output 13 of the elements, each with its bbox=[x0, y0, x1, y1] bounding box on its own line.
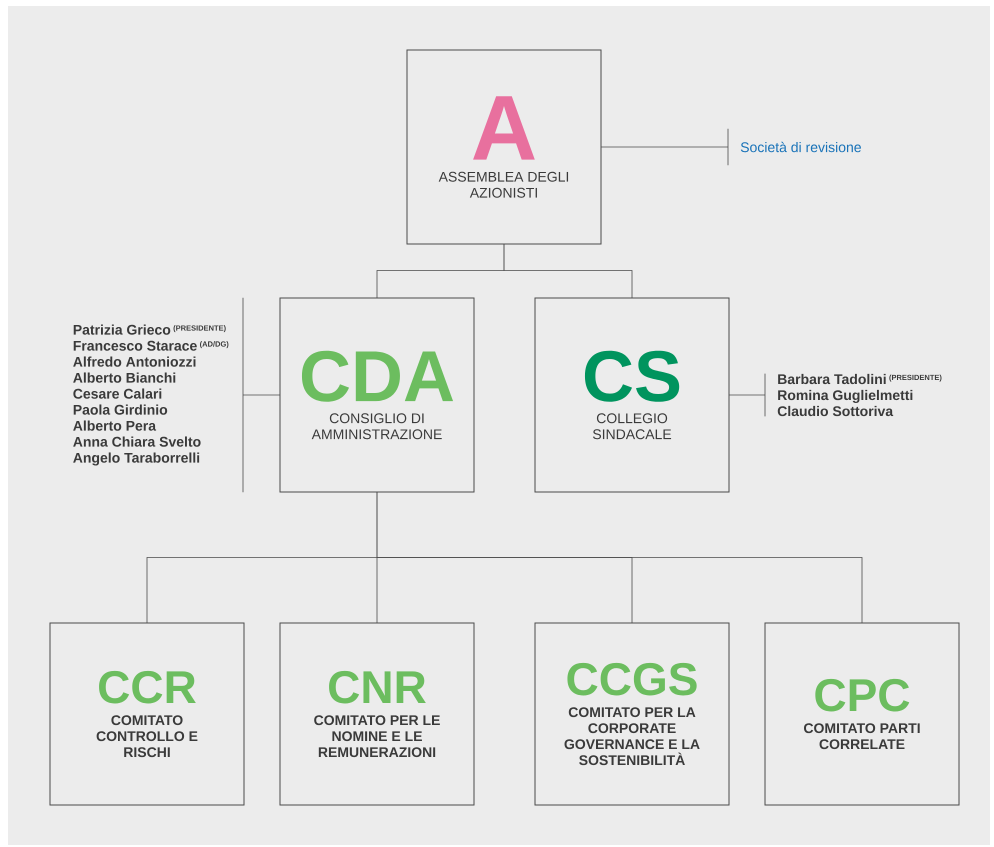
connector-line bbox=[242, 394, 280, 396]
org-box: CNR COMITATO PER LE NOMINE E LE REMUNERAZIONI bbox=[280, 622, 474, 806]
org-box: CS COLLEGIO SINDACALE bbox=[534, 298, 730, 492]
connector-line bbox=[601, 146, 728, 148]
org-box: CCGS COMITATO PER LA CORPORATE GOVERNANCE E LA SOSTENIBILITÀ bbox=[534, 622, 730, 806]
connector-line bbox=[376, 492, 862, 623]
org-box: CPC COMITATO PARTI CORRELATE bbox=[764, 622, 960, 806]
org-box: A ASSEMBLEA DEGLI AZIONISTI bbox=[406, 50, 602, 244]
org-box: CCR COMITATO CONTROLLO E RISCHI bbox=[50, 622, 244, 806]
member-list: Società di revisione bbox=[728, 128, 861, 166]
connector-line bbox=[729, 394, 766, 396]
connector-line bbox=[504, 244, 632, 298]
org-box: CDA CONSIGLIO DI AMMINISTRAZIONE bbox=[280, 298, 474, 492]
